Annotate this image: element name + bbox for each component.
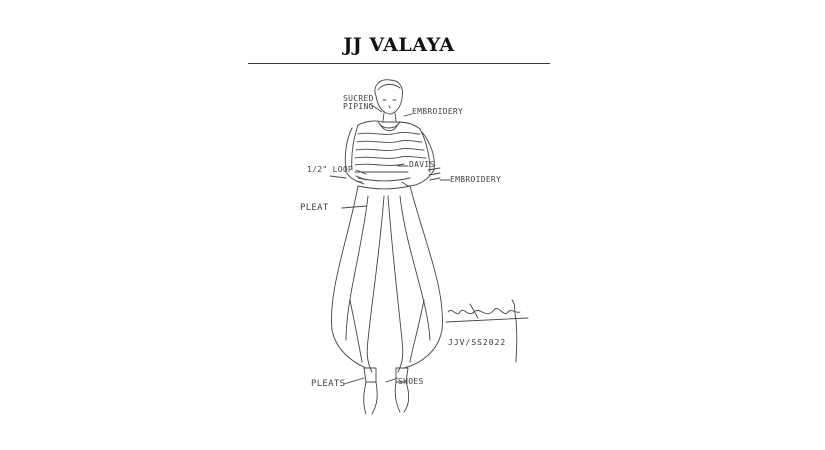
annotation-pleats-bottom: PLEATS bbox=[311, 379, 346, 389]
annotation-piping: SUCRED PIPING bbox=[343, 94, 374, 111]
title-divider bbox=[248, 63, 550, 64]
annotation-shoes: SHOES bbox=[398, 377, 424, 386]
annotation-embroidery-top: EMBROIDERY bbox=[412, 107, 464, 116]
signature-code: JJV/SS2022 bbox=[448, 338, 507, 347]
annotation-loop: 1/2" LOOP bbox=[307, 165, 354, 174]
annotation-embroidery-side: EMBROIDERY bbox=[450, 175, 502, 184]
annotation-cuffs: DAVIS bbox=[409, 160, 435, 169]
annotation-pleat: PLEAT bbox=[300, 203, 329, 213]
brand-title: JJ VALAYA bbox=[343, 34, 455, 56]
